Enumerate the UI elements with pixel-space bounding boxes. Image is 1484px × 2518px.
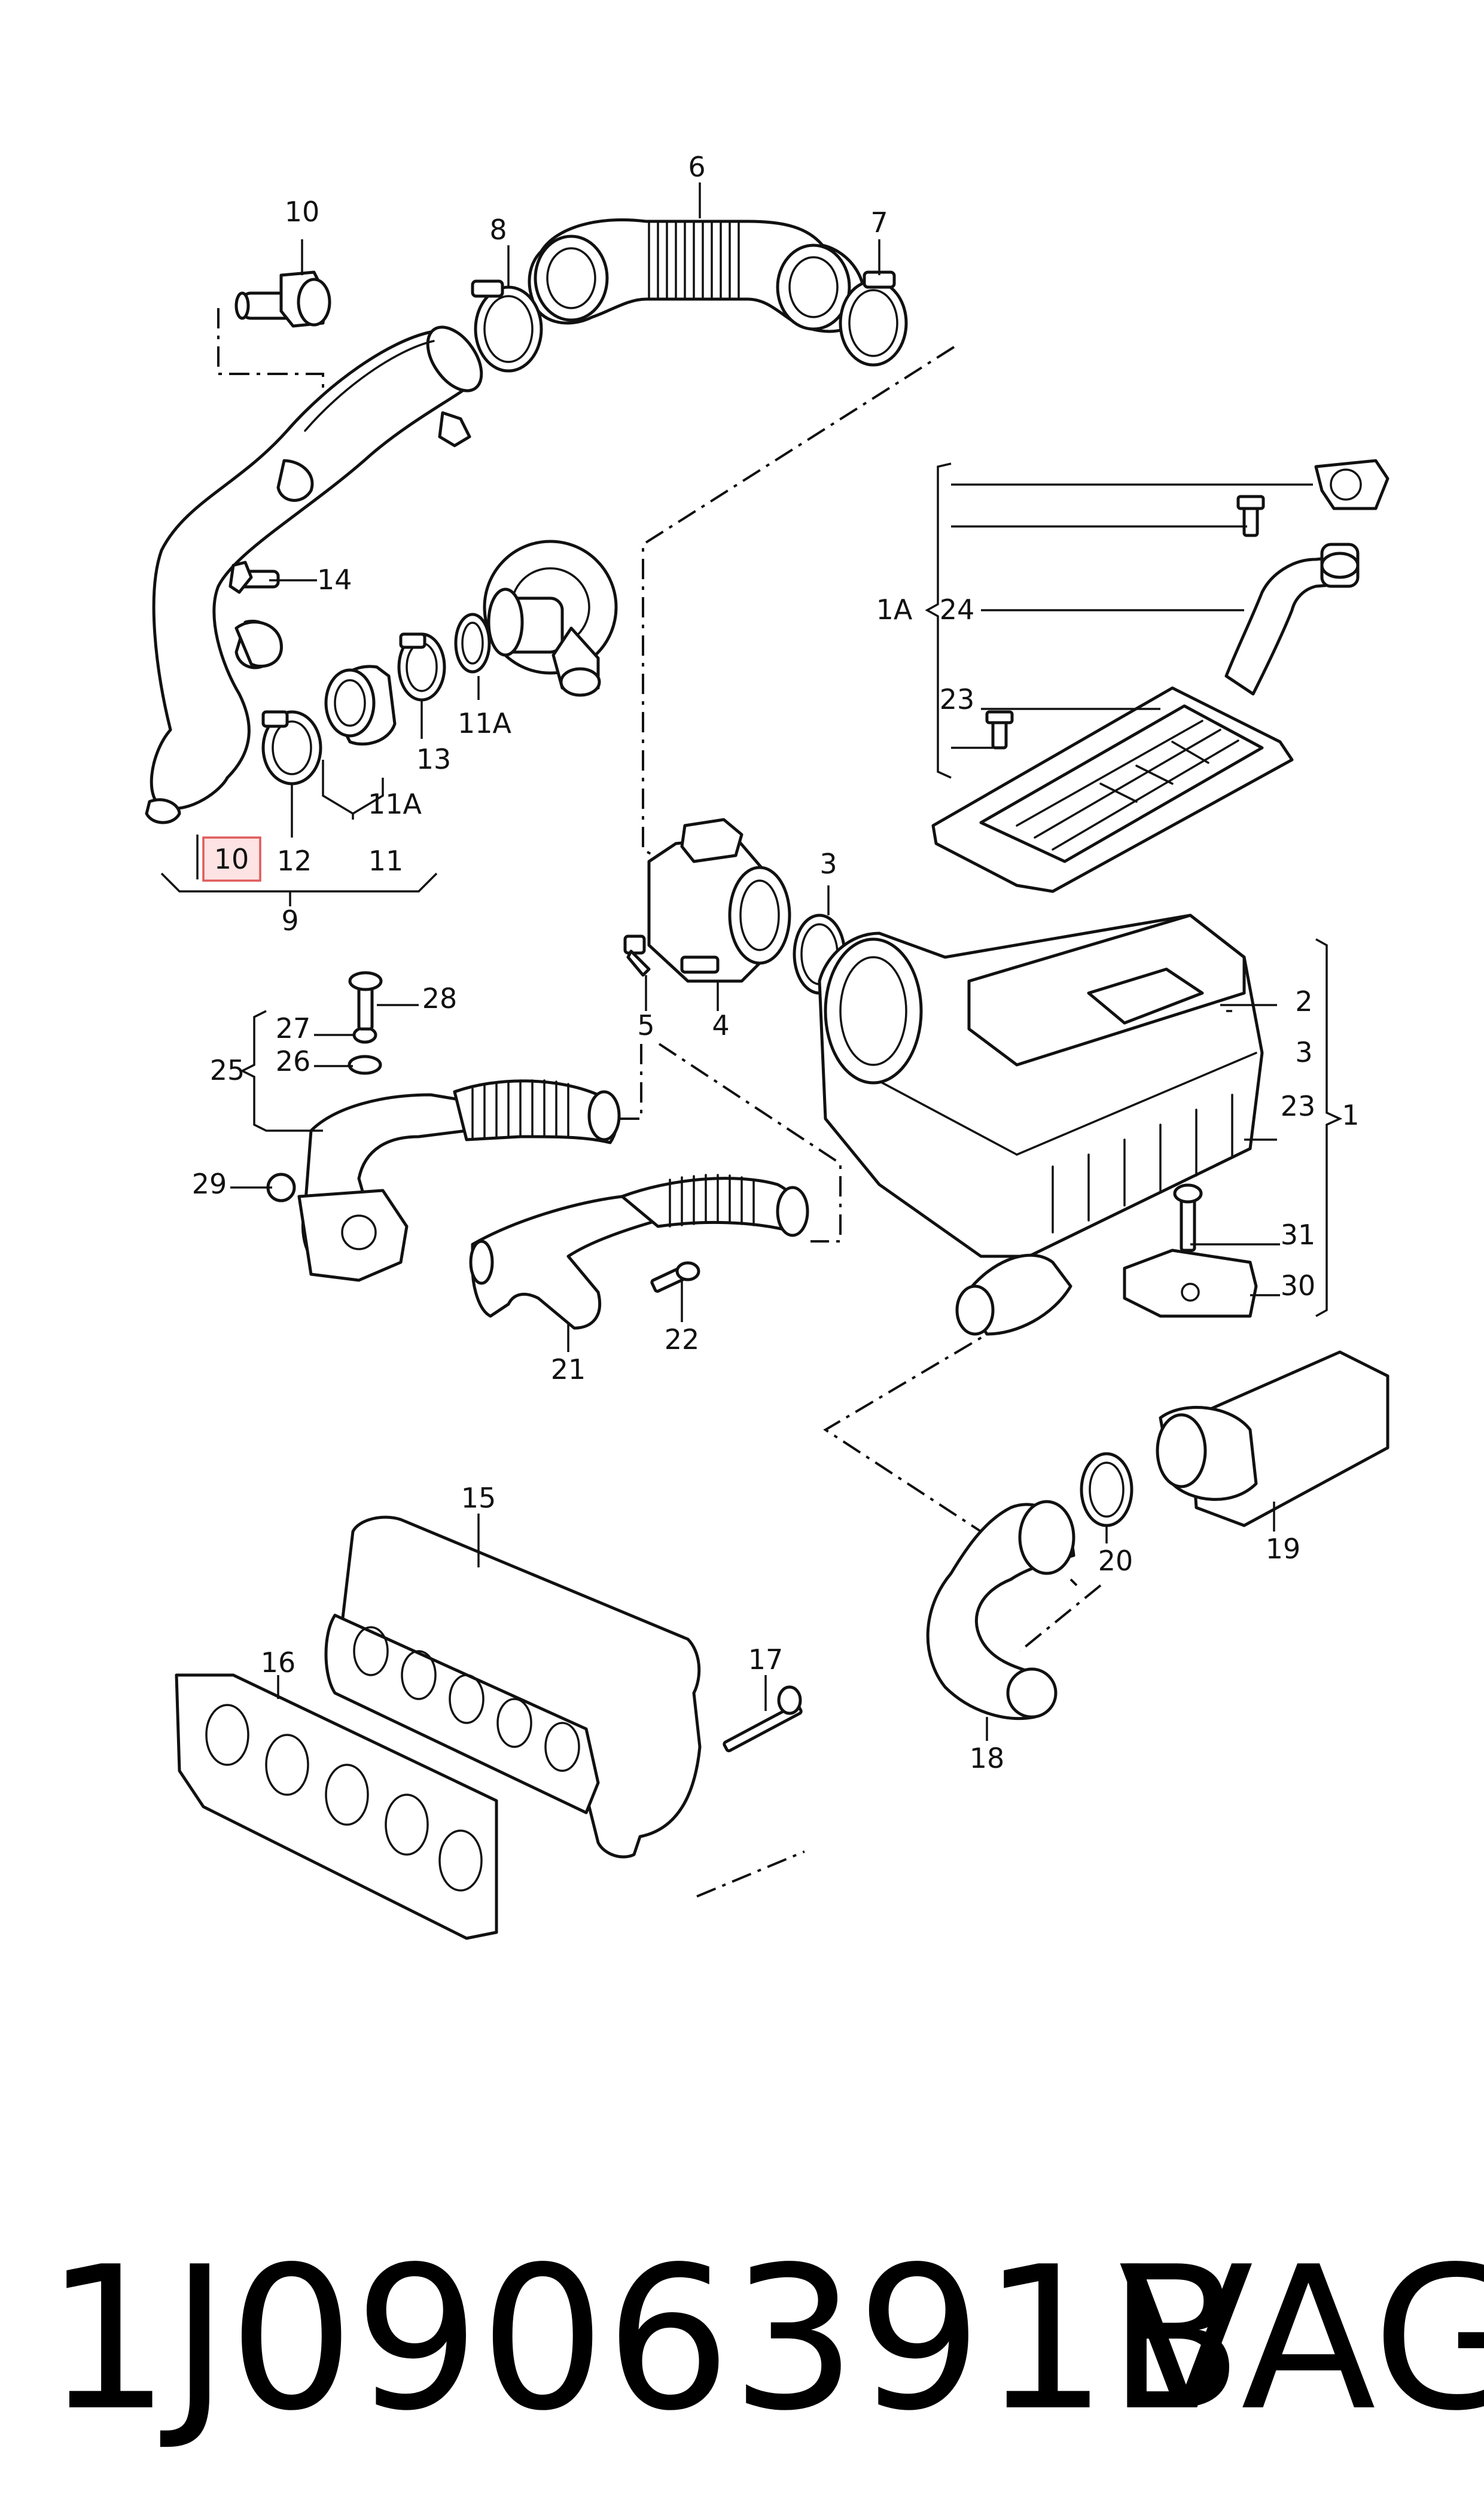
- label-13: 13: [416, 743, 452, 775]
- clamp-13: [397, 632, 446, 702]
- ring-11A: [454, 613, 491, 674]
- highlight-part-10: [202, 836, 261, 882]
- label-6: 6: [688, 151, 705, 183]
- label-29: 29: [192, 1168, 227, 1200]
- bolt-17: [723, 1685, 803, 1753]
- label-11A-sub: 11A: [368, 788, 422, 820]
- label-18: 18: [970, 1742, 1005, 1774]
- label-16: 16: [261, 1646, 296, 1679]
- label-2: 2: [1295, 985, 1312, 1018]
- screw-5: [623, 934, 651, 977]
- maf-sensor-4: [647, 818, 791, 983]
- label-3-ring: 3: [819, 848, 837, 880]
- label-22: 22: [665, 1323, 700, 1356]
- label-20: 20: [1098, 1545, 1133, 1577]
- label-11A: 11A: [458, 707, 512, 739]
- sensor-10: [234, 270, 331, 328]
- label-12: 12: [277, 845, 312, 877]
- label-19: 19: [1266, 1533, 1301, 1565]
- clamp-8: [471, 279, 543, 373]
- label-17: 17: [748, 1643, 784, 1676]
- screw-31: [1173, 1183, 1203, 1252]
- label-9: 9: [281, 905, 298, 937]
- screw-22: [650, 1261, 700, 1293]
- label-31: 31: [1281, 1219, 1316, 1251]
- label-1A: 1A: [876, 593, 913, 626]
- label-28: 28: [422, 982, 458, 1015]
- label-10: 10: [285, 196, 320, 228]
- clamp-7: [839, 270, 908, 367]
- intake-hose: [145, 325, 483, 824]
- brand-name: VAG: [1119, 2224, 1484, 2454]
- clamp-12: [261, 710, 322, 785]
- label-7: 7: [870, 206, 888, 239]
- bracket-30: [1123, 1249, 1258, 1318]
- label-8: 8: [489, 214, 507, 246]
- part-labels: 10 8 6 7 14 11A 13 11A 10 12 11 9 1A 24 …: [192, 151, 1360, 1774]
- label-21: 21: [551, 1353, 586, 1386]
- label-15: 15: [461, 1482, 496, 1514]
- hose-6: [528, 218, 866, 333]
- hose-18: [926, 1500, 1075, 1720]
- bolt-14: [228, 561, 283, 668]
- intake-manifold-15: [324, 1515, 702, 1859]
- clamp-20: [1080, 1452, 1133, 1527]
- label-5: 5: [637, 1009, 654, 1042]
- pipe-25: [297, 1079, 621, 1282]
- connection-lines: [217, 308, 1102, 1898]
- label-4: 4: [712, 1009, 729, 1042]
- label-23-box: 23: [1281, 1090, 1316, 1122]
- filter-lid-23: [931, 686, 1294, 893]
- label-23-lid: 23: [940, 683, 975, 715]
- inlet-duct-19: [1156, 1350, 1389, 1527]
- parts-diagram: 10 8 6 7 14 11A 13 11A 10 12 11 9 1A 24 …: [145, 151, 1389, 1940]
- part-number: 1J0906391B: [45, 2224, 1244, 2454]
- label-14: 14: [317, 564, 352, 596]
- label-10-highlighted: 10: [214, 843, 249, 875]
- label-3-box: 3: [1295, 1036, 1312, 1068]
- footer: 1J0906391B VAG: [0, 2213, 1484, 2465]
- label-30: 30: [1281, 1269, 1316, 1302]
- label-24: 24: [940, 593, 975, 626]
- label-27: 27: [276, 1012, 311, 1045]
- turbo-unit: [483, 540, 618, 697]
- label-1: 1: [1342, 1099, 1359, 1131]
- pipe-21: [469, 1174, 809, 1330]
- breather-hose-24: [1224, 459, 1389, 696]
- label-26: 26: [276, 1045, 311, 1077]
- air-filter-box-1: [818, 914, 1264, 1336]
- label-25: 25: [210, 1054, 245, 1086]
- washers-26-27-28: [348, 971, 383, 1075]
- leader-lines: [160, 182, 1343, 1741]
- pipe-11: [324, 665, 397, 746]
- label-11: 11: [368, 845, 404, 877]
